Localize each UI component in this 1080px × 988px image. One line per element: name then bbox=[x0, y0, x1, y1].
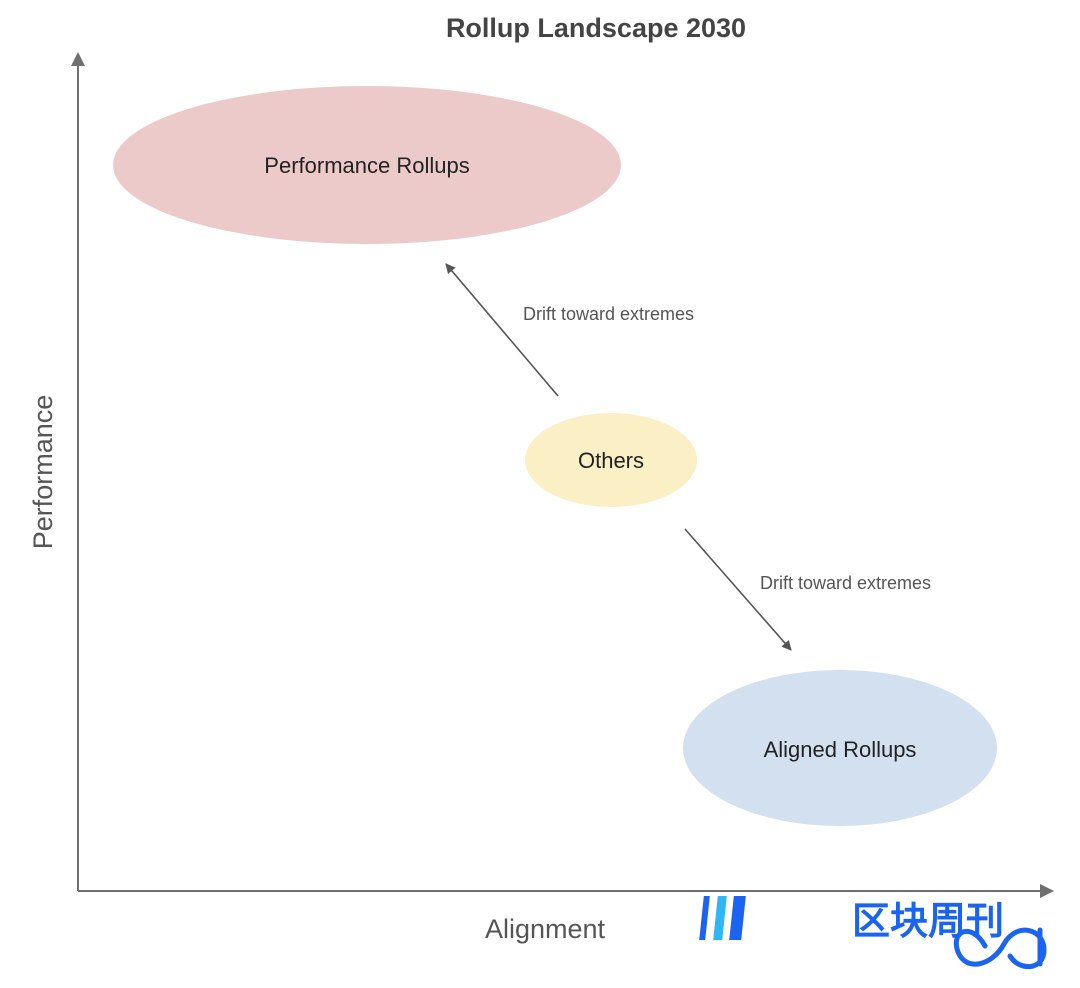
performance-rollups-label: Performance Rollups bbox=[264, 153, 469, 178]
edge-arrow-to-performance bbox=[445, 263, 559, 397]
others-label: Others bbox=[578, 448, 644, 473]
node-others: Others bbox=[525, 413, 697, 507]
aligned-rollups-label: Aligned Rollups bbox=[764, 737, 917, 762]
x-axis-label: Alignment bbox=[485, 914, 606, 944]
edge-label-to-aligned: Drift toward extremes bbox=[760, 573, 931, 593]
aligned-rollups-ellipse bbox=[683, 670, 997, 826]
watermark-loop-icon bbox=[953, 927, 1047, 969]
node-performance-rollups: Performance Rollups bbox=[113, 86, 621, 244]
performance-rollups-ellipse bbox=[113, 86, 621, 244]
others-ellipse bbox=[525, 413, 697, 507]
edge-arrow-to-aligned bbox=[684, 528, 792, 651]
edge-label-to-performance: Drift toward extremes bbox=[523, 304, 694, 324]
y-axis-label: Performance bbox=[28, 395, 58, 550]
watermark-bars-icon bbox=[699, 896, 746, 940]
watermark-logo: 区块周刊 bbox=[699, 896, 1047, 969]
chart-title: Rollup Landscape 2030 bbox=[446, 13, 746, 43]
node-aligned-rollups: Aligned Rollups bbox=[683, 670, 997, 826]
